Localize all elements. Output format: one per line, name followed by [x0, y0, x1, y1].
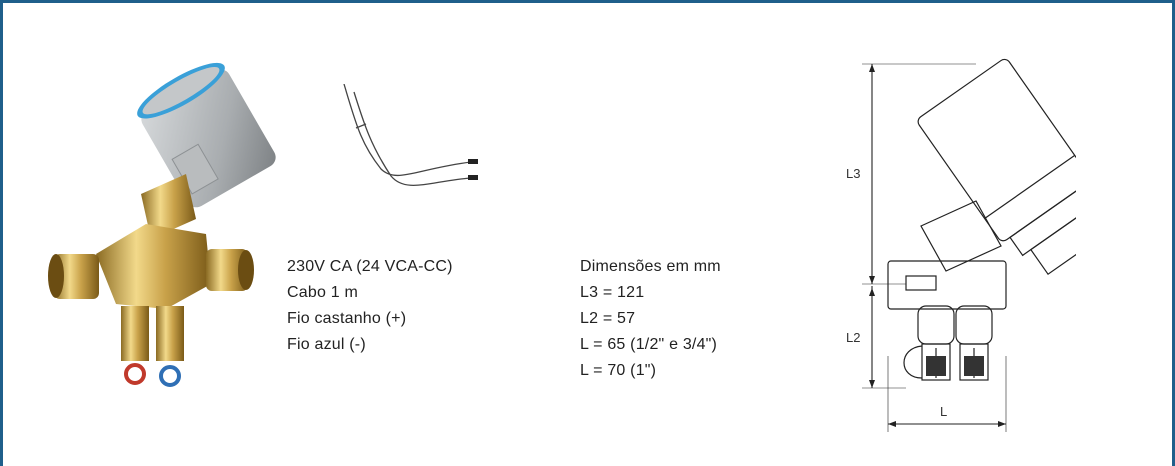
power-spec-cable: Cabo 1 m: [287, 284, 358, 301]
valve-actuator-photo-icon: [48, 62, 276, 387]
dimension-l-small: L = 65 (1/2" e 3/4"): [580, 336, 718, 353]
power-specs: 230V CA (24 VCA-CC) Cabo 1 m Fio castanh…: [287, 254, 453, 358]
drawing-label-l3: L3: [846, 166, 860, 181]
drawing-label-l: L: [940, 404, 947, 419]
dimension-specs: Dimensões em mm L3 = 121 L2 = 57 L = 65 …: [580, 254, 721, 384]
power-spec-brown-wire: Fio castanho (+): [287, 310, 407, 327]
power-spec-blue-wire: Fio azul (-): [287, 336, 366, 353]
valve-technical-drawing-icon: L3 L2 L: [846, 58, 1076, 432]
dimension-l-large: L = 70 (1"): [580, 362, 657, 379]
cable-wires-icon: [343, 84, 478, 186]
dimension-l2: L2 = 57: [580, 310, 636, 327]
power-spec-voltage: 230V CA (24 VCA-CC): [287, 258, 453, 275]
dimension-l3: L3 = 121: [580, 284, 645, 301]
dimensions-title: Dimensões em mm: [580, 258, 721, 275]
drawing-label-l2: L2: [846, 330, 860, 345]
